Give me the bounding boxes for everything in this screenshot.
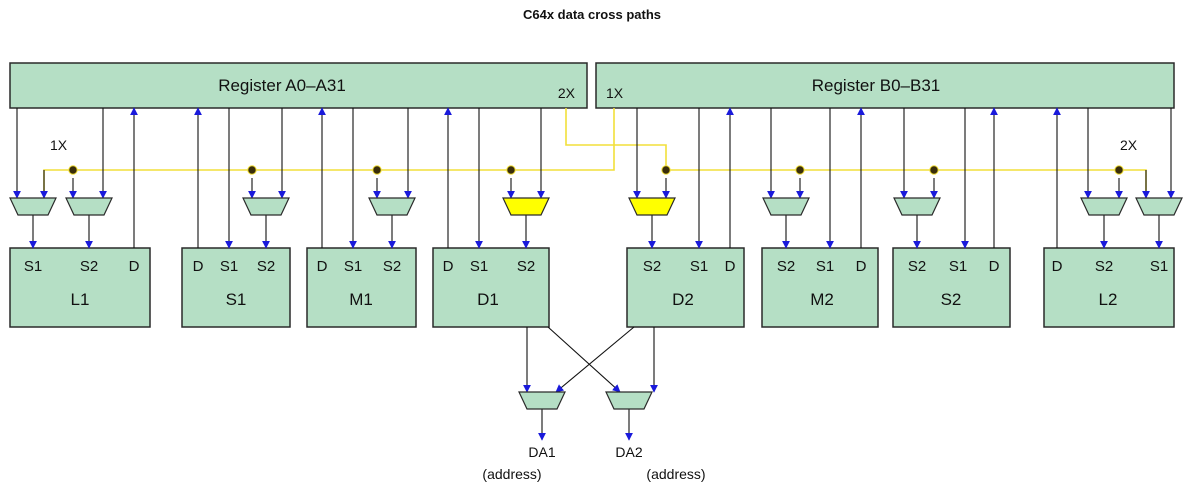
port-label: S1 — [470, 258, 488, 275]
cross-tap-dot — [661, 165, 671, 175]
port-label: D — [193, 258, 204, 275]
port-label: S1 — [690, 258, 708, 275]
register-file-b-box — [595, 62, 1175, 109]
unit-s1: D S1 S2 S1 — [181, 247, 291, 328]
cross-path-1x-label: 1X — [50, 137, 68, 153]
mux-d1-s2 — [502, 197, 550, 216]
register-file-a-2x-label: 2X — [558, 85, 576, 101]
port-label: D — [129, 258, 140, 275]
output-da1-label: DA1 — [528, 444, 555, 460]
cross-path-taps — [68, 165, 1124, 175]
mux-s1-s2 — [242, 197, 290, 216]
unit-m1: D S1 S2 M1 — [306, 247, 417, 328]
register-file-b-label: Register B0–B31 — [812, 76, 941, 95]
mux-l2-s2 — [1080, 197, 1128, 216]
unit-d2: S2 S1 D D2 — [626, 247, 745, 328]
wire-d1-to-da2 — [547, 326, 621, 393]
port-label: S2 — [1095, 258, 1113, 275]
output-da2-sub: (address) — [646, 466, 705, 482]
unit-name: L1 — [71, 290, 90, 309]
unit-name: S1 — [226, 290, 247, 309]
port-label: S2 — [383, 258, 401, 275]
mux-m1-s2 — [368, 197, 416, 216]
port-label: S1 — [24, 258, 42, 275]
cross-path-lines — [43, 108, 1147, 198]
cross-tap-dot — [1114, 165, 1124, 175]
cross-tap-dot — [247, 165, 257, 175]
port-label: D — [1052, 258, 1063, 275]
cross-tap-dot — [506, 165, 516, 175]
port-label: S2 — [80, 258, 98, 275]
wire-d2-to-da1 — [555, 326, 635, 393]
mux-s2-s2 — [893, 197, 941, 216]
port-label: D — [443, 258, 454, 275]
cross-path-2x-label: 2X — [1120, 137, 1138, 153]
port-label: S1 — [344, 258, 362, 275]
cross-tap-dot — [929, 165, 939, 175]
unit-name: L2 — [1099, 290, 1118, 309]
register-file-a-label: Register A0–A31 — [218, 76, 346, 95]
port-label: S2 — [908, 258, 926, 275]
cross-tap-dot — [795, 165, 805, 175]
diagram-title: C64x data cross paths — [523, 7, 661, 22]
unit-m2: S2 S1 D M2 — [761, 247, 879, 328]
mux-da2 — [605, 391, 653, 410]
mux-l1-s2 — [65, 197, 113, 216]
port-label: D — [989, 258, 1000, 275]
unit-name: D2 — [672, 290, 694, 309]
register-file-a-box — [9, 62, 588, 109]
port-label: D — [725, 258, 736, 275]
unit-name: S2 — [941, 290, 962, 309]
cross-tap-dot — [68, 165, 78, 175]
port-label: S2 — [257, 258, 275, 275]
register-file-b-1x-label: 1X — [606, 85, 624, 101]
unit-name: D1 — [477, 290, 499, 309]
mux-da1 — [518, 391, 566, 410]
mux-l1-s1 — [9, 197, 57, 216]
unit-name: M2 — [810, 290, 834, 309]
port-label: S1 — [1150, 258, 1168, 275]
output-da2-label: DA2 — [615, 444, 642, 460]
unit-l2: D S2 S1 L2 — [1043, 247, 1175, 328]
port-label: D — [856, 258, 867, 275]
port-label: S2 — [777, 258, 795, 275]
port-label: D — [317, 258, 328, 275]
unit-l1: S1 S2 D L1 — [9, 247, 151, 328]
unit-s2: S2 S1 D S2 — [892, 247, 1011, 328]
unit-name: M1 — [349, 290, 373, 309]
port-label: S1 — [949, 258, 967, 275]
unit-d1: D S1 S2 D1 — [432, 247, 550, 328]
port-label: S1 — [220, 258, 238, 275]
cross-tap-dot — [372, 165, 382, 175]
mux-m2-s2 — [762, 197, 810, 216]
port-label: S2 — [643, 258, 661, 275]
mux-l2-s1 — [1135, 197, 1183, 216]
port-label: S2 — [517, 258, 535, 275]
mux-group — [9, 197, 1183, 410]
port-label: S1 — [816, 258, 834, 275]
register-wiring — [13, 107, 1175, 441]
mux-d2-s2 — [628, 197, 676, 216]
output-da1-sub: (address) — [482, 466, 541, 482]
